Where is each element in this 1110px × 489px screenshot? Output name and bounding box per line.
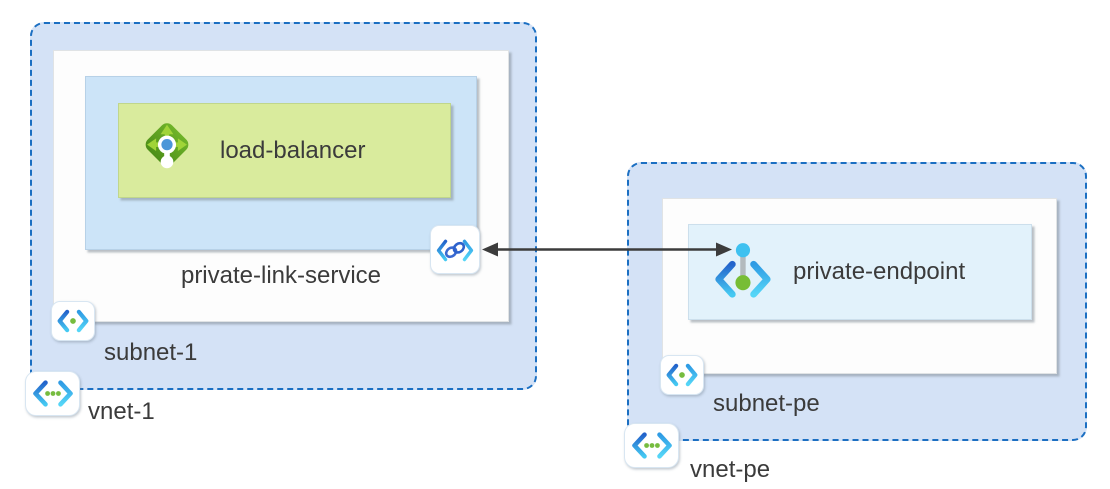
private-link-service-icon [430,225,480,274]
private-endpoint-label: private-endpoint [793,258,966,286]
subnet-icon [660,355,704,395]
private-link-service-label: private-link-service [180,262,382,289]
vnet-1-label: vnet-1 [88,398,155,425]
subnet-icon [51,301,95,341]
load-balancer-box: load-balancer [118,103,451,198]
subnet-1-label: subnet-1 [104,339,198,366]
virtual-network-icon [624,423,679,468]
subnet-pe-label: subnet-pe [713,390,820,417]
load-balancer-icon [138,119,196,183]
private-endpoint-box: private-endpoint [688,224,1032,320]
private-endpoint-icon [711,241,773,303]
bidirectional-arrow [482,242,732,257]
vnet-pe-label: vnet-pe [690,456,771,483]
load-balancer-label: load-balancer [220,136,366,164]
virtual-network-icon [25,371,80,416]
